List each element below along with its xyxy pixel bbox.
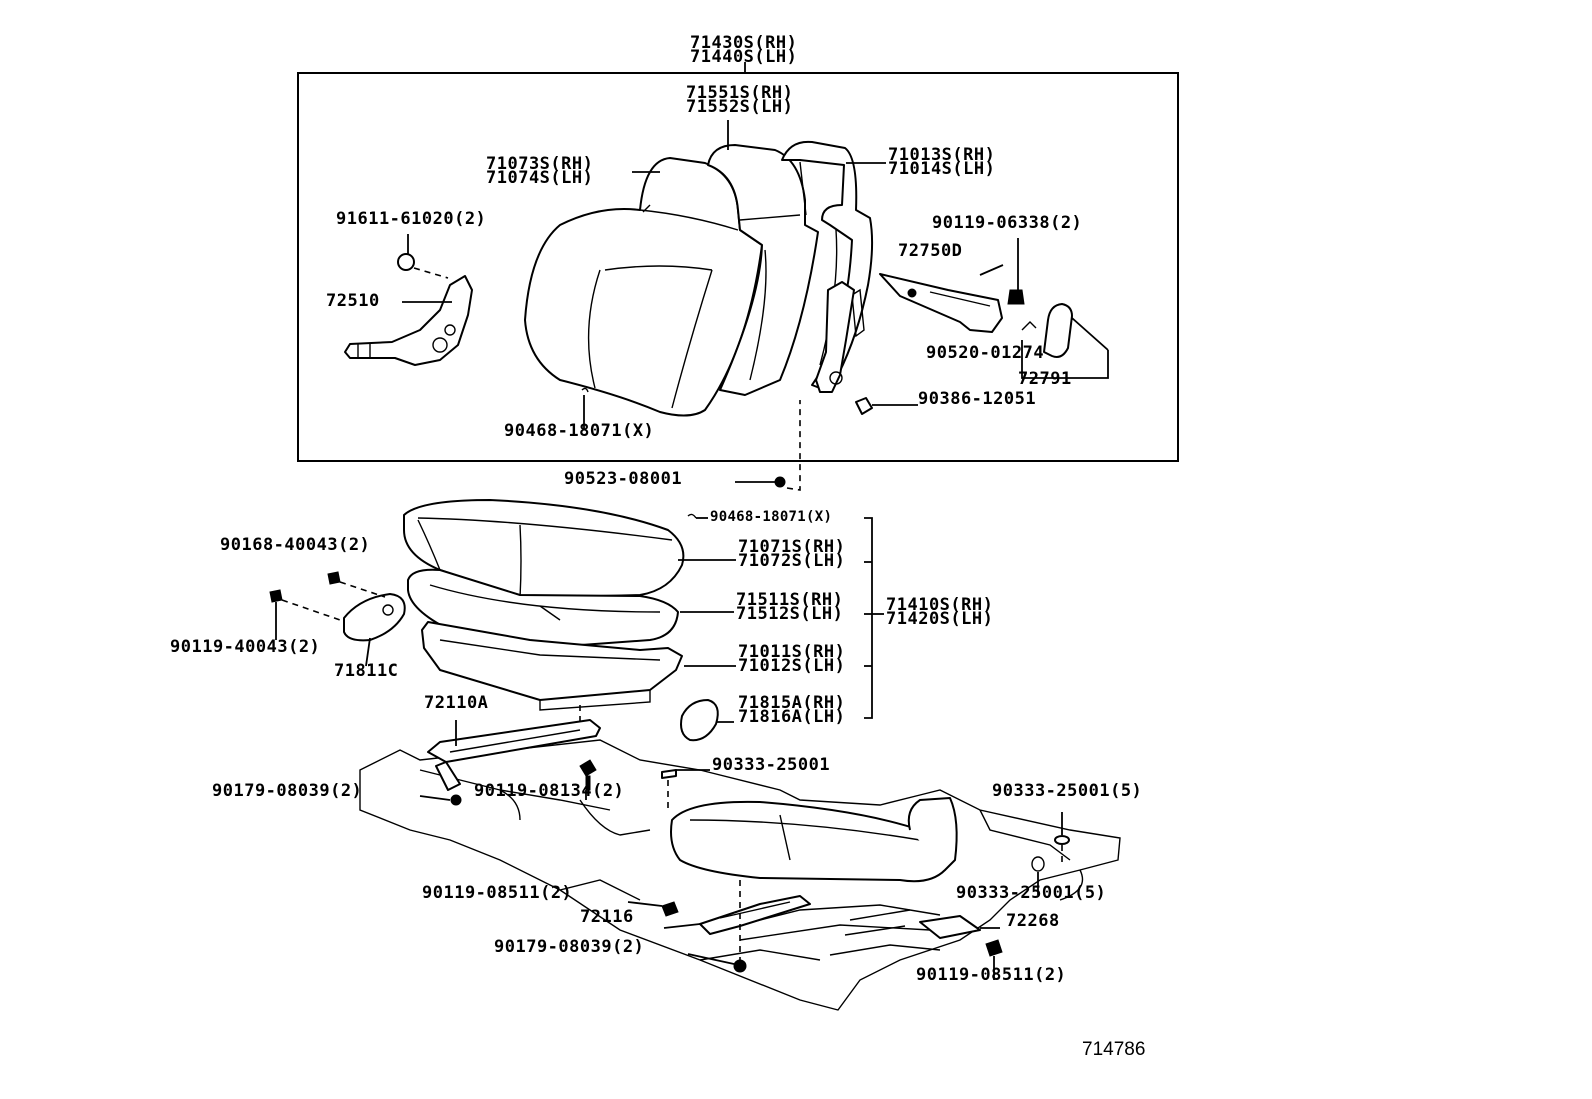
adjuster-72116 <box>699 880 811 960</box>
callout-cushion-90333-top: 90333-25001(5) <box>992 781 1143 801</box>
callout-cushion-pad-lh: 71512S(LH) <box>736 604 844 624</box>
callout-cushion-90333-bottom: 90333-25001(5) <box>956 883 1107 903</box>
clip-90386 <box>855 397 873 415</box>
callout-back-frame-rh: 71013S(RH) <box>888 145 996 165</box>
knob-71811C <box>343 593 406 667</box>
callout-adjuster-72116: 72116 <box>580 907 634 927</box>
adjuster-72110A <box>427 719 601 791</box>
callout-back-pad-lh: 71552S(LH) <box>686 97 794 117</box>
callout-cushion-pad-rh: 71511S(RH) <box>736 590 844 610</box>
diagram-number: 714786 <box>1082 1039 1146 1060</box>
callout-screw-90119-40043: 90119-40043(2) <box>170 637 321 657</box>
callout-back-pad-rh: 71551S(RH) <box>686 83 794 103</box>
callout-handle-72791: 72791 <box>1018 369 1072 389</box>
bolt-90119-08511-left <box>661 901 679 917</box>
callout-cushion-cover-rh: 71071S(RH) <box>738 537 846 557</box>
handle-72791 <box>1021 303 1109 379</box>
callout-back-cover-rh: 71073S(RH) <box>486 154 594 174</box>
background-seat <box>670 797 958 883</box>
clip-90523 <box>774 476 786 488</box>
callout-screw-90168: 90168-40043(2) <box>220 535 371 555</box>
callout-adjuster-72110A: 72110A <box>424 693 489 713</box>
callout-clip-90386: 90386-12051 <box>918 389 1037 409</box>
callout-knob-71811C: 71811C <box>334 661 399 681</box>
callout-cushion-frame-lh: 71012S(LH) <box>738 656 846 676</box>
cushion-pad-71511S <box>407 568 679 649</box>
callout-bolt-90119-06338: 90119-06338(2) <box>932 213 1083 233</box>
bolt-90119-06338 <box>1007 238 1025 305</box>
callout-cushion-cover-lh: 71072S(LH) <box>738 551 846 571</box>
callout-recliner-72750D: 72750D <box>898 241 963 261</box>
callout-cushion-assy-rh: 71410S(RH) <box>886 595 994 615</box>
callout-hog-ring-back: 90468-18071(X) <box>504 421 655 441</box>
callout-bolt-90119-08511-left: 90119-08511(2) <box>422 883 573 903</box>
callout-seatback-assy-rh: 71430S(RH) <box>690 33 798 53</box>
callout-cushion-90333-single: 90333-25001 <box>712 755 831 775</box>
screw-90119-40043 <box>269 589 283 603</box>
seatback-pad-71551S <box>707 144 819 396</box>
callout-bolt-90119-08511-right: 90119-08511(2) <box>916 965 1067 985</box>
recliner-cover-72510 <box>344 275 473 366</box>
callout-back-frame-lh: 71014S(LH) <box>888 159 996 179</box>
screw-90168 <box>327 571 341 585</box>
callout-clip-90523: 90523-08001 <box>564 469 683 489</box>
callout-hog-ring-cushion: 90468-18071(X) <box>710 509 833 525</box>
callout-shield-lh: 71816A(LH) <box>738 707 846 727</box>
nut-90179-lower <box>733 959 747 973</box>
bolt-90119-08134 <box>579 759 597 791</box>
cushion-90333-bottom <box>1031 856 1045 872</box>
cushion-90333-top <box>1054 835 1070 845</box>
callout-bolt-90119-08134: 90119-08134(2) <box>474 781 625 801</box>
adjuster-72268 <box>919 915 1003 980</box>
shield-71815A <box>680 699 719 742</box>
callout-cushion-assy-lh: 71420S(LH) <box>886 609 994 629</box>
callout-seatback-assy-lh: 71440S(LH) <box>690 47 798 67</box>
floor-panel <box>359 739 1121 1011</box>
seatback-group-frame <box>297 72 1179 462</box>
recliner-72750D <box>815 273 1003 393</box>
cushion-90333-single <box>661 769 677 779</box>
cushion-frame-71011S <box>421 621 683 725</box>
nut-90179-upper <box>450 794 462 806</box>
callout-back-cover-lh: 71074S(LH) <box>486 168 594 188</box>
callout-pin-90520: 90520-01274 <box>926 343 1045 363</box>
callout-adjuster-72268: 72268 <box>1006 911 1060 931</box>
nut-91611 <box>397 253 415 271</box>
callout-nut-90179-upper: 90179-08039(2) <box>212 781 363 801</box>
callout-nut-90179-lower: 90179-08039(2) <box>494 937 645 957</box>
callout-nut-91611: 91611-61020(2) <box>336 209 487 229</box>
callout-cushion-frame-rh: 71011S(RH) <box>738 642 846 662</box>
callout-shield-rh: 71815A(RH) <box>738 693 846 713</box>
cushion-assy-bracket <box>864 517 873 719</box>
callout-recliner-cover-72510: 72510 <box>326 291 380 311</box>
